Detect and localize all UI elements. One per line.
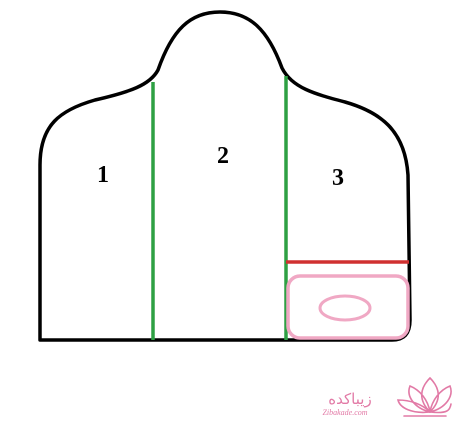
watermark-url: Zibakade.com [322,408,367,417]
watermark: زیباکده Zibakade.com [322,376,452,417]
pocket-oval [318,294,372,322]
pattern-outline [38,10,412,342]
watermark-text: زیباکده [328,390,371,408]
pocket-outline [286,274,410,340]
section-label-2: 2 [217,143,229,169]
section-label-1: 1 [97,162,109,188]
section-label-3: 3 [332,165,344,191]
lotus-flower-icon [396,376,452,417]
